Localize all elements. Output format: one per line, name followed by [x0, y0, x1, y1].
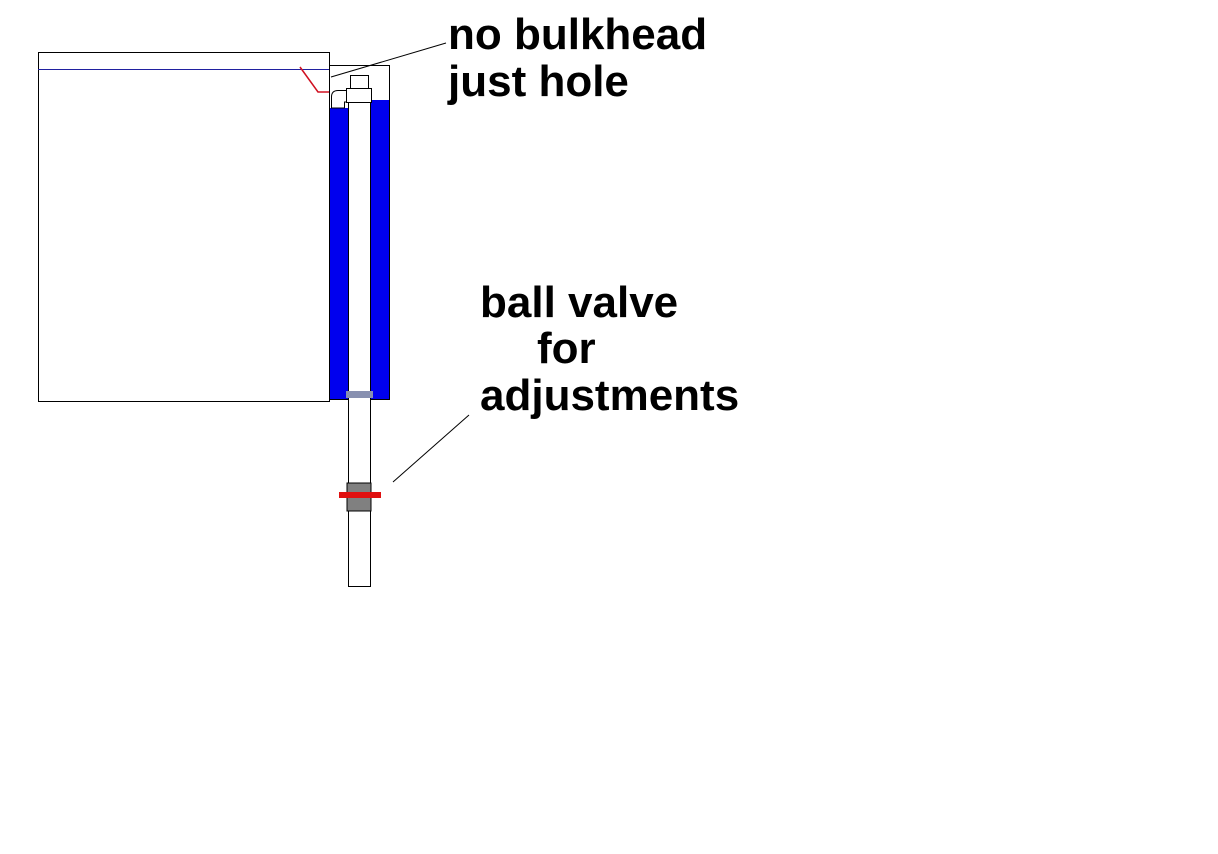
bulkhead-label-line1: no bulkhead — [448, 10, 707, 59]
overflow-water-left — [330, 108, 348, 399]
ball-valve-handle — [339, 492, 381, 498]
overflow-water-right — [370, 100, 389, 399]
valve-label-line1: ball valve — [480, 278, 678, 327]
bulkhead-label-line2: just hole — [447, 57, 629, 106]
valve-leader-line — [392, 414, 470, 483]
standpipe — [348, 102, 371, 587]
bulkhead-gasket — [346, 391, 373, 398]
valve-label-line2: for — [537, 324, 596, 373]
standpipe-tee — [346, 88, 372, 103]
bulkhead-leader-line — [330, 42, 447, 78]
siphon-path — [299, 66, 331, 93]
valve-label-line3: adjustments — [480, 371, 739, 420]
main-tank — [38, 52, 330, 402]
standpipe-cap — [350, 75, 369, 89]
